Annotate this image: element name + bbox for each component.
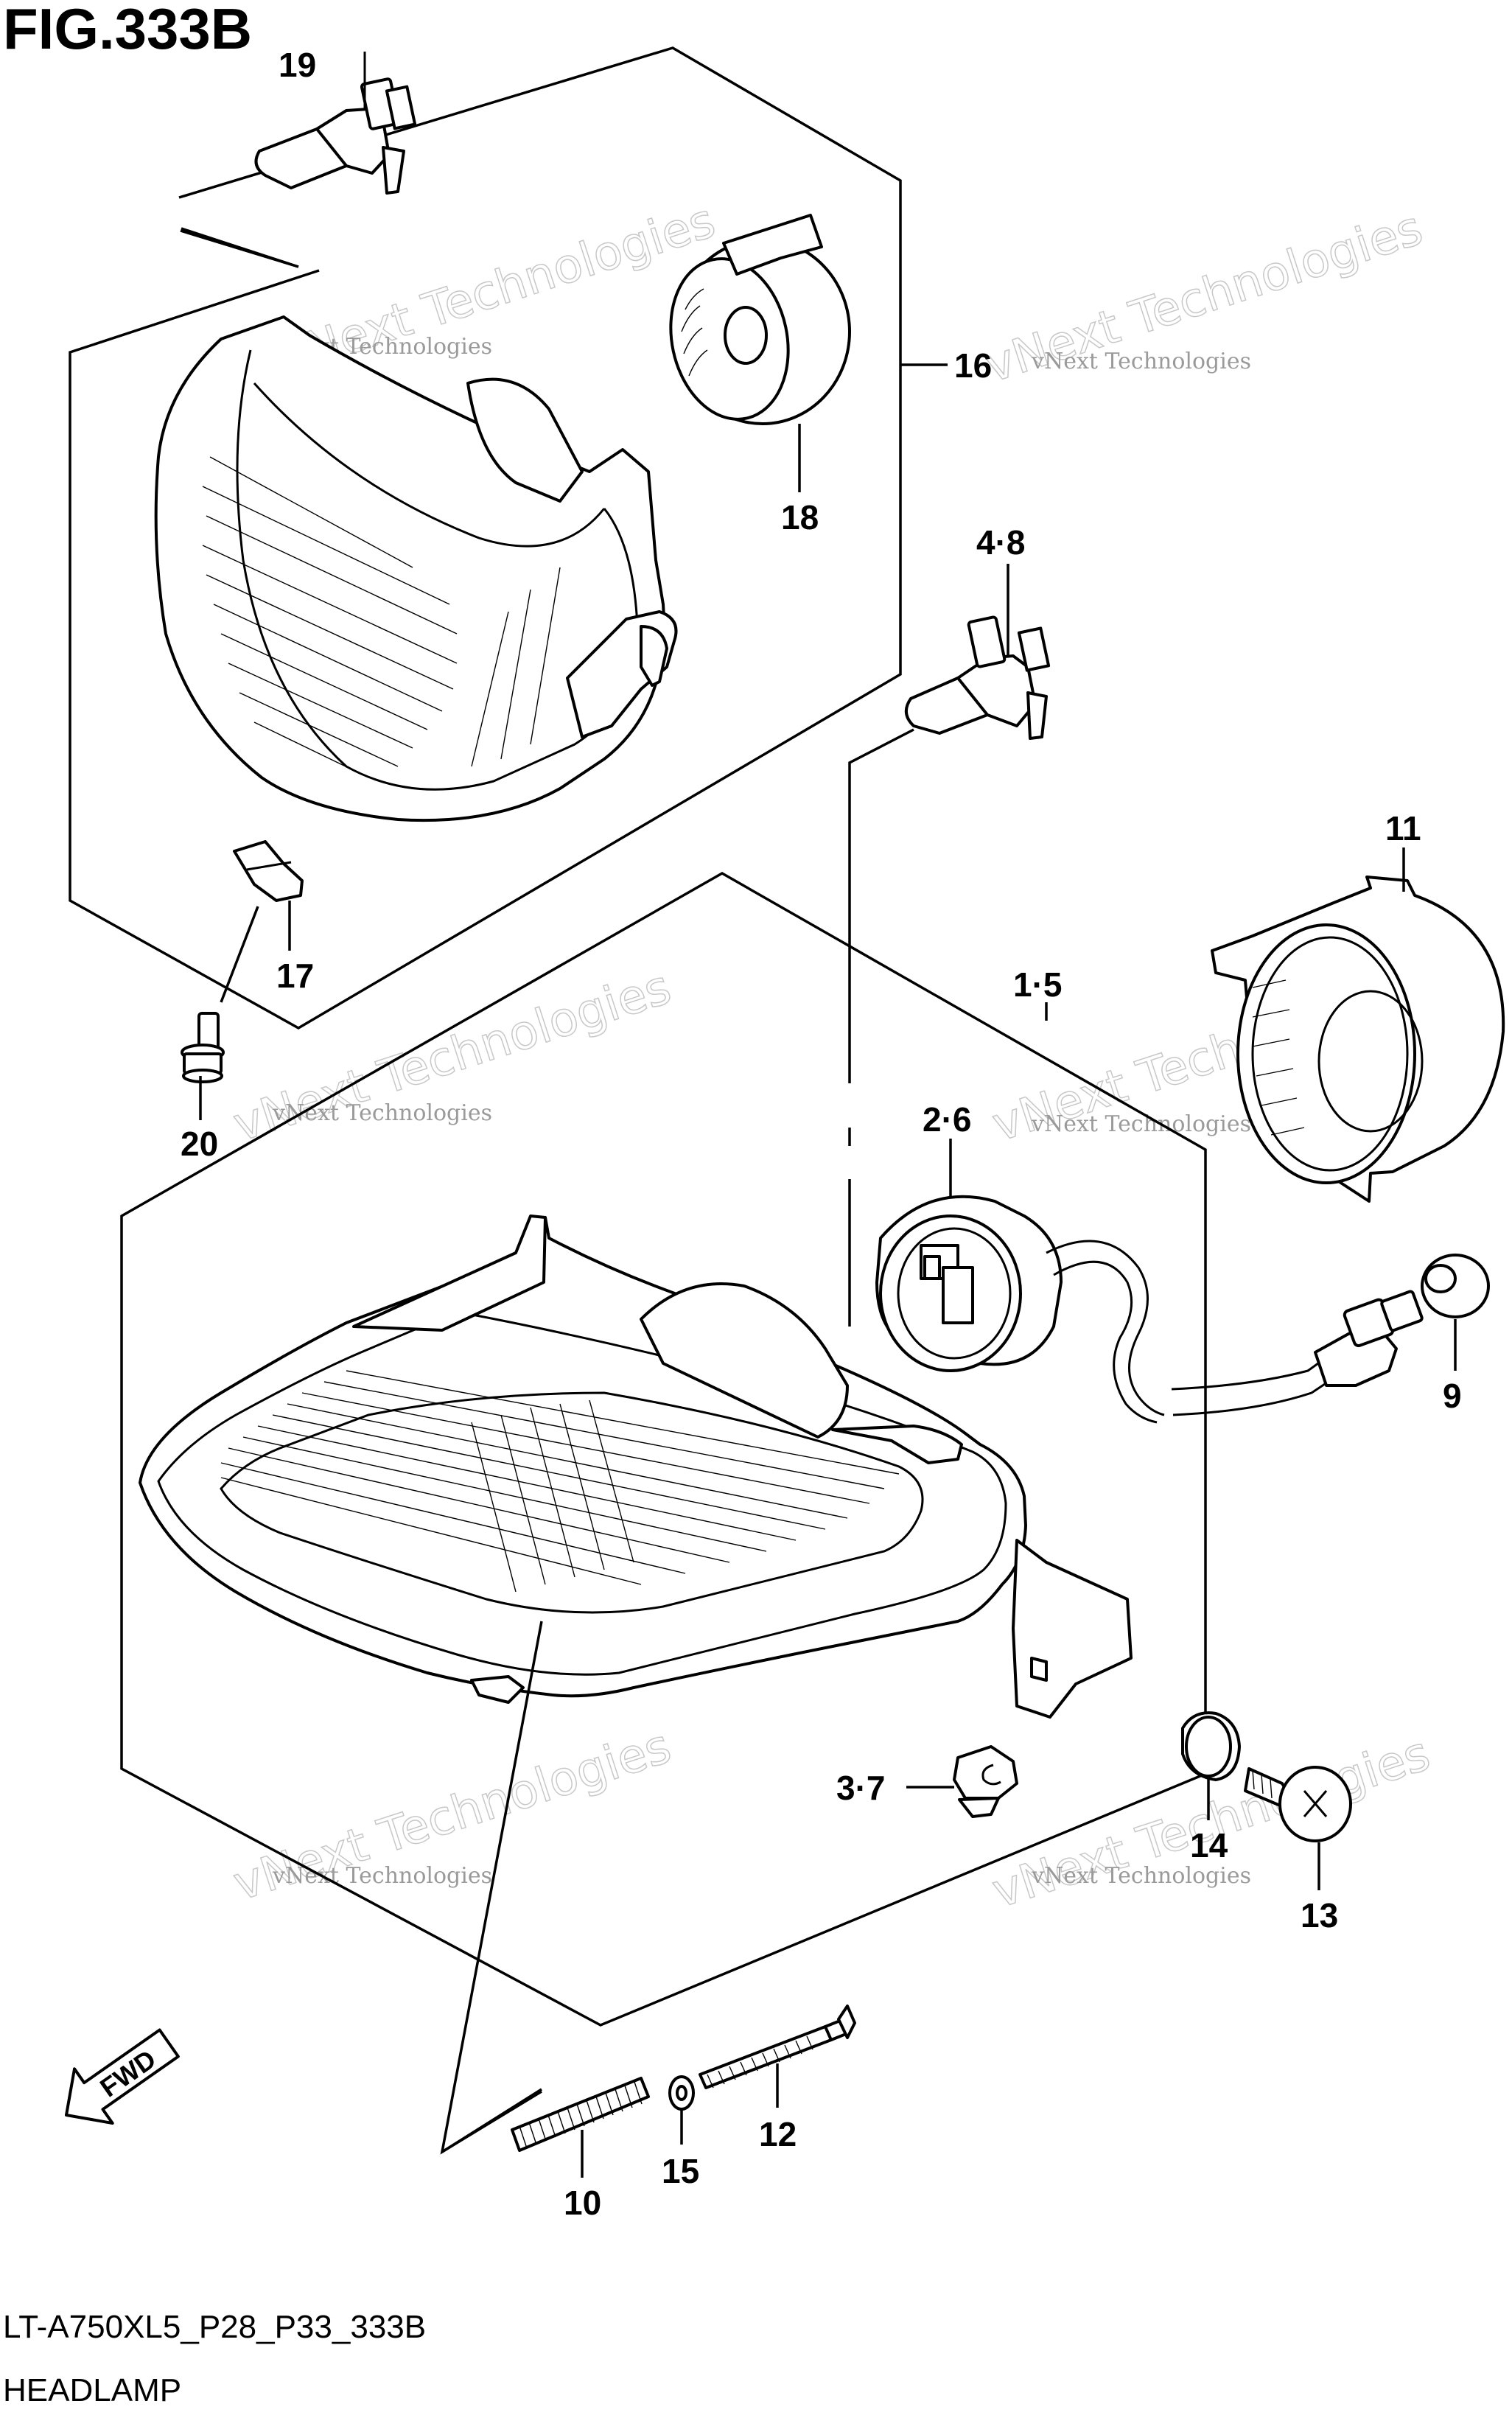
wire-connector	[1171, 1290, 1424, 1416]
leader-line	[441, 2090, 542, 2153]
callout-labels: 19 16 18 4·8 17 20 11 1·5 2·6 9 3·7 14 1…	[181, 46, 1462, 2222]
upper-headlamp-housing	[154, 315, 678, 822]
callout-18: 18	[781, 498, 819, 537]
socket-harness-2-6	[875, 1195, 1165, 1424]
forward-direction-arrow: FWD	[65, 2028, 180, 2125]
figure-name: HEADLAMP	[3, 2372, 181, 2408]
callout-12: 12	[759, 2115, 797, 2153]
bolt-20	[181, 1012, 225, 1083]
lower-assembly-frame	[120, 871, 1207, 2027]
leader-line	[220, 906, 259, 1003]
spring-10	[511, 2077, 650, 2152]
watermark-small: vNext Technologies	[1031, 1863, 1251, 1889]
callout-14: 14	[1190, 1826, 1228, 1864]
adjust-screw-12	[699, 2005, 856, 2089]
grommet-9	[1421, 1254, 1490, 1318]
callout-1-5: 1·5	[1013, 965, 1062, 1004]
lower-main-headlamp	[139, 1215, 1133, 1719]
clip-17	[233, 840, 304, 902]
leader-line	[848, 728, 914, 1083]
bulb-4-8	[905, 615, 1051, 740]
watermark-small: vNext Technologies	[272, 1863, 492, 1889]
callout-9: 9	[1443, 1377, 1462, 1415]
callout-16: 16	[954, 346, 992, 385]
leader-line	[180, 229, 299, 268]
retaining-ring-11	[1211, 876, 1505, 1203]
callout-10: 10	[564, 2184, 601, 2222]
upper-assembly-frame	[69, 46, 902, 1030]
callout-15: 15	[662, 2152, 699, 2190]
screw-13	[1244, 1766, 1352, 1842]
grommet-14	[1181, 1711, 1241, 1781]
callout-20: 20	[181, 1125, 218, 1163]
figure-code: LT-A750XL5_P28_P33_333B	[3, 2309, 426, 2345]
callout-17: 17	[276, 957, 314, 995]
clip-3-7	[953, 1745, 1018, 1818]
callout-11: 11	[1385, 809, 1421, 847]
callout-13: 13	[1301, 1896, 1338, 1935]
watermark-small: vNext Technologies	[1031, 349, 1251, 374]
watermark-small: vNext Technologies	[1031, 1111, 1251, 1137]
callout-3-7: 3·7	[836, 1769, 885, 1807]
bulb-socket-cover-18	[669, 214, 851, 425]
watermark-small: vNext Technologies	[272, 1100, 492, 1126]
washer-15	[668, 2075, 695, 2111]
callout-2-6: 2·6	[923, 1100, 971, 1139]
callout-4-8: 4·8	[976, 523, 1025, 562]
figure-title: FIG.333B	[3, 0, 252, 61]
bulb-19	[254, 52, 417, 195]
callout-19: 19	[279, 46, 316, 84]
